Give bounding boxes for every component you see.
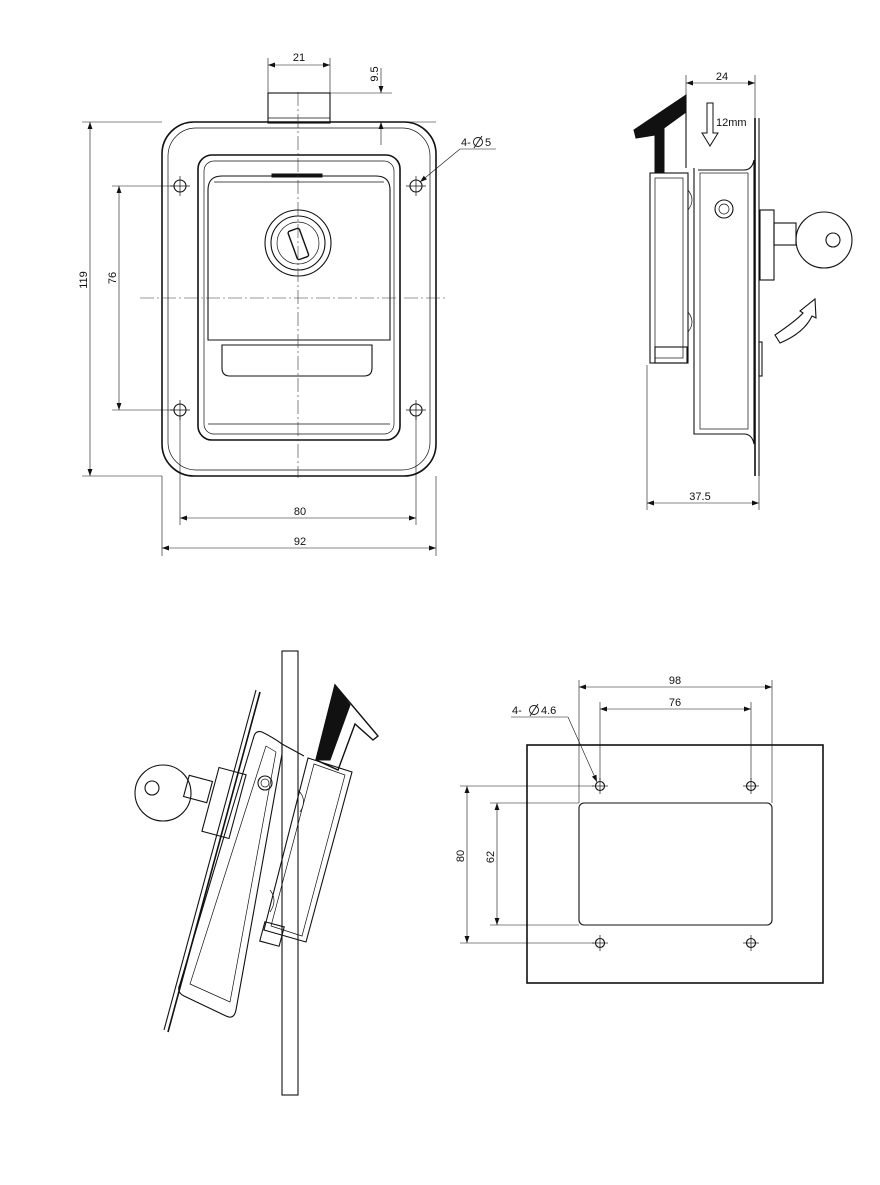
flange-body-tilted — [178, 730, 283, 1018]
latch-housing — [649, 172, 689, 364]
front-view: 21 9.5 4- 5 119 76 80 92 — [78, 52, 496, 556]
dim-overall-width: 92 — [294, 536, 306, 548]
dim-cutout-hole-count: 4- — [512, 705, 522, 717]
latch-housing-tilted — [263, 757, 353, 943]
side-view: 12mm 24 37.5 — [633, 71, 853, 510]
dim-depth-top: 24 — [716, 71, 728, 83]
screw-icon — [714, 199, 734, 219]
dim-cutout-hole-size: 4.6 — [541, 705, 556, 717]
dim-hole-size: 5 — [485, 137, 491, 149]
flange-outline — [161, 121, 437, 477]
screw-icon-tilted — [257, 775, 273, 791]
dim-height-top: 9.5 — [369, 66, 381, 81]
finger-recess — [221, 344, 373, 377]
keyway — [287, 227, 310, 261]
key-icon — [759, 209, 853, 281]
diameter-icon — [473, 135, 483, 149]
rotation-arrow-icon — [774, 297, 817, 344]
flange-body — [693, 159, 755, 445]
dim-overall-height: 119 — [78, 271, 90, 289]
dim-outer-holes: 98 — [669, 675, 681, 687]
dim-hole-horizontal: 80 — [294, 506, 306, 518]
mounting-panel — [526, 744, 824, 984]
latch-bolt — [633, 94, 687, 174]
door-panel — [281, 650, 299, 1096]
cutout-mounting-holes — [592, 778, 759, 951]
dim-width-top: 21 — [293, 52, 305, 64]
dim-cutout-height: 62 — [485, 851, 497, 863]
installed-view — [134, 650, 379, 1096]
dim-depth-bottom: 37.5 — [689, 491, 710, 503]
panel-cutout — [578, 802, 773, 926]
paddle — [207, 175, 391, 341]
flange-edge-tilted — [167, 691, 261, 1033]
travel-arrow-icon — [701, 102, 719, 147]
dim-hole-vertical: 76 — [107, 272, 119, 284]
dim-cutout-height-holes: 80 — [455, 850, 467, 862]
dim-hole-count: 4- — [461, 137, 471, 149]
pan-outline — [197, 154, 401, 441]
latch-plunger — [267, 92, 331, 124]
mounting-holes — [170, 176, 426, 420]
dim-travel: 12mm — [716, 117, 747, 129]
key-icon-tilted — [134, 764, 247, 840]
dim-inner-holes: 76 — [669, 697, 681, 709]
diameter-icon — [529, 703, 539, 717]
cutout-view: 98 76 4- 4.6 80 62 — [455, 675, 824, 984]
